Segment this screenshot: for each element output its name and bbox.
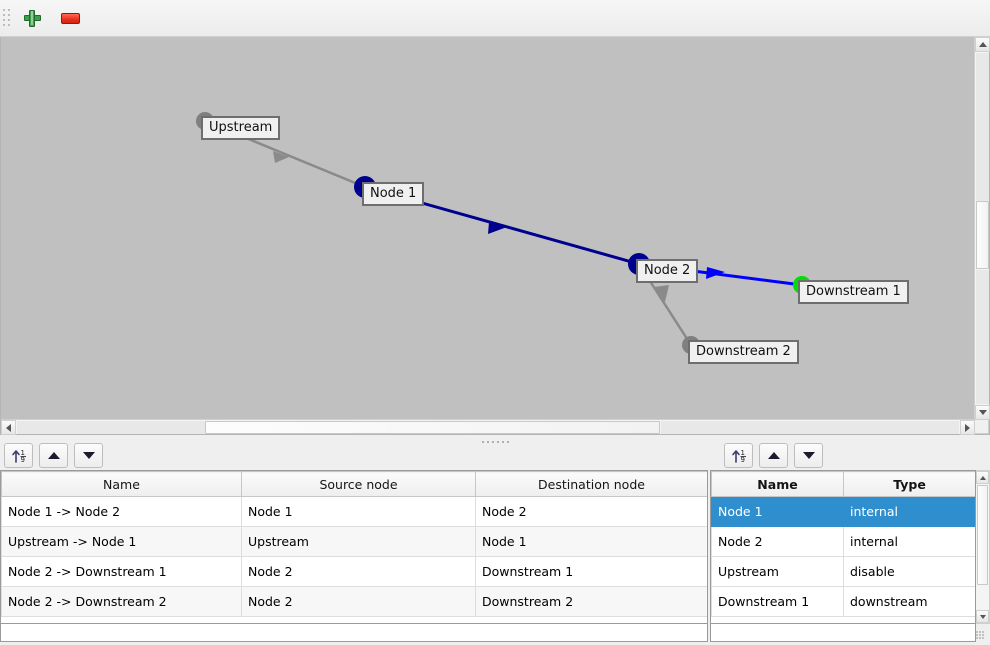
nodes-sort-button[interactable]: 1 9 — [724, 443, 753, 468]
node-type-cell[interactable]: internal — [843, 526, 975, 557]
triangle-left-icon — [6, 423, 11, 432]
edge-dest-cell[interactable]: Node 1 — [475, 526, 707, 557]
table-row[interactable]: Downstream 1 downstream — [711, 586, 975, 617]
sort-icon: 1 9 — [10, 447, 28, 465]
triangle-up-icon — [979, 475, 986, 480]
svg-text:9: 9 — [740, 456, 744, 464]
scroll-right-button[interactable] — [960, 420, 975, 435]
nodes-table: Name Type Node 1 internal Node 2 i — [711, 471, 975, 617]
edges-move-down-button[interactable] — [74, 443, 103, 468]
canvas-vscroll-thumb[interactable] — [976, 201, 989, 269]
toolbar-drag-handle[interactable] — [2, 7, 11, 29]
edges-table-empty-row — [0, 624, 708, 642]
edges-panel: 1 9 Nam — [0, 441, 708, 642]
nodes-move-up-button[interactable] — [759, 443, 788, 468]
sort-icon: 1 9 — [730, 447, 748, 465]
edges-toolbar: 1 9 — [0, 441, 708, 470]
nodes-table-wrapper: Name Type Node 1 internal Node 2 i — [710, 470, 990, 624]
edges-table: Name Source node Destination node Node 1… — [1, 471, 707, 617]
edge-dest-cell[interactable]: Downstream 1 — [475, 556, 707, 587]
scroll-up-button[interactable] — [975, 37, 990, 52]
nodes-move-down-button[interactable] — [794, 443, 823, 468]
panel-splitter[interactable] — [0, 436, 990, 447]
triangle-up-icon — [47, 452, 60, 459]
table-row[interactable]: Node 1 -> Node 2 Node 1 Node 2 — [1, 496, 707, 527]
remove-button[interactable] — [53, 3, 87, 33]
node-type-cell[interactable]: internal — [843, 496, 975, 527]
nodes-scroll-down-button[interactable] — [976, 610, 989, 623]
triangle-up-icon — [767, 452, 780, 459]
nodes-toolbar: 1 9 — [710, 441, 990, 470]
canvas-vertical-scrollbar[interactable] — [974, 37, 990, 420]
table-row[interactable]: Node 2 internal — [711, 526, 975, 557]
triangle-down-icon — [978, 410, 987, 415]
graph-svg[interactable] — [1, 37, 975, 420]
graph-label-upstream[interactable]: Upstream — [201, 116, 281, 140]
plus-icon — [23, 9, 41, 27]
nodes-vertical-scrollbar[interactable] — [976, 470, 990, 624]
triangle-up-icon — [978, 42, 987, 47]
node-name-cell[interactable]: Downstream 1 — [711, 586, 844, 617]
edge-dest-cell[interactable]: Downstream 2 — [475, 586, 707, 617]
scroll-left-button[interactable] — [1, 420, 16, 435]
table-row[interactable]: Node 1 internal — [711, 496, 975, 527]
node-name-cell[interactable]: Node 1 — [711, 496, 844, 527]
triangle-down-icon — [802, 452, 815, 459]
scrollbar-corner — [974, 419, 989, 434]
nodes-scroll-up-button[interactable] — [976, 471, 989, 484]
graph-label-downstream1[interactable]: Downstream 1 — [798, 280, 909, 304]
nodes-table-empty-row — [710, 624, 976, 642]
edges-col-dest[interactable]: Destination node — [475, 471, 707, 497]
graph-label-downstream2[interactable]: Downstream 2 — [688, 340, 799, 364]
table-row[interactable]: Upstream disable — [711, 556, 975, 587]
nodes-col-type[interactable]: Type — [843, 471, 975, 497]
edge-name-cell[interactable]: Node 2 -> Downstream 1 — [1, 556, 242, 587]
node-type-cell[interactable]: downstream — [843, 586, 975, 617]
splitter-grip-icon — [481, 440, 509, 443]
canvas-hscroll-thumb[interactable] — [205, 421, 660, 434]
nodes-table-header-row: Name Type — [711, 471, 975, 497]
edge-name-cell[interactable]: Upstream -> Node 1 — [1, 526, 242, 557]
edges-col-name[interactable]: Name — [1, 471, 242, 497]
minus-icon — [60, 12, 80, 24]
triangle-down-icon — [82, 452, 95, 459]
edge-source-cell[interactable]: Node 1 — [241, 496, 476, 527]
nodes-table-container[interactable]: Name Type Node 1 internal Node 2 i — [710, 470, 976, 624]
node-name-cell[interactable]: Node 2 — [711, 526, 844, 557]
edges-move-up-button[interactable] — [39, 443, 68, 468]
triangle-right-icon — [965, 423, 970, 432]
edge-dest-cell[interactable]: Node 2 — [475, 496, 707, 527]
canvas-horizontal-scrollbar[interactable] — [1, 419, 975, 435]
svg-text:1: 1 — [20, 449, 24, 457]
node-name-cell[interactable]: Upstream — [711, 556, 844, 587]
graph-canvas[interactable]: Upstream Node 1 Node 2 Downstream 1 Down… — [0, 37, 990, 435]
table-row[interactable]: Upstream -> Node 1 Upstream Node 1 — [1, 526, 707, 557]
graph-label-node1[interactable]: Node 1 — [362, 182, 425, 206]
triangle-down-icon — [979, 614, 986, 619]
edges-sort-button[interactable]: 1 9 — [4, 443, 33, 468]
node-type-cell[interactable]: disable — [843, 556, 975, 587]
edges-col-source[interactable]: Source node — [241, 471, 476, 497]
edges-table-container[interactable]: Name Source node Destination node Node 1… — [0, 470, 708, 624]
edge-name-cell[interactable]: Node 2 -> Downstream 2 — [1, 586, 242, 617]
edges-table-header-row: Name Source node Destination node — [1, 471, 707, 497]
nodes-vscroll-thumb[interactable] — [977, 485, 988, 585]
window-resize-grip[interactable] — [976, 631, 988, 643]
nodes-col-name[interactable]: Name — [711, 471, 844, 497]
table-row[interactable]: Node 2 -> Downstream 2 Node 2 Downstream… — [1, 586, 707, 617]
edge-source-cell[interactable]: Node 2 — [241, 586, 476, 617]
table-row[interactable]: Node 2 -> Downstream 1 Node 2 Downstream… — [1, 556, 707, 587]
nodes-panel: 1 9 — [710, 441, 990, 642]
edge-name-cell[interactable]: Node 1 -> Node 2 — [1, 496, 242, 527]
edge-source-cell[interactable]: Node 2 — [241, 556, 476, 587]
edge-source-cell[interactable]: Upstream — [241, 526, 476, 557]
add-button[interactable] — [15, 3, 49, 33]
svg-text:9: 9 — [20, 456, 24, 464]
bottom-panels: 1 9 Nam — [0, 441, 990, 645]
main-toolbar — [0, 0, 990, 37]
graph-label-node2[interactable]: Node 2 — [636, 259, 699, 283]
svg-text:1: 1 — [740, 449, 744, 457]
scroll-down-button[interactable] — [975, 405, 990, 420]
